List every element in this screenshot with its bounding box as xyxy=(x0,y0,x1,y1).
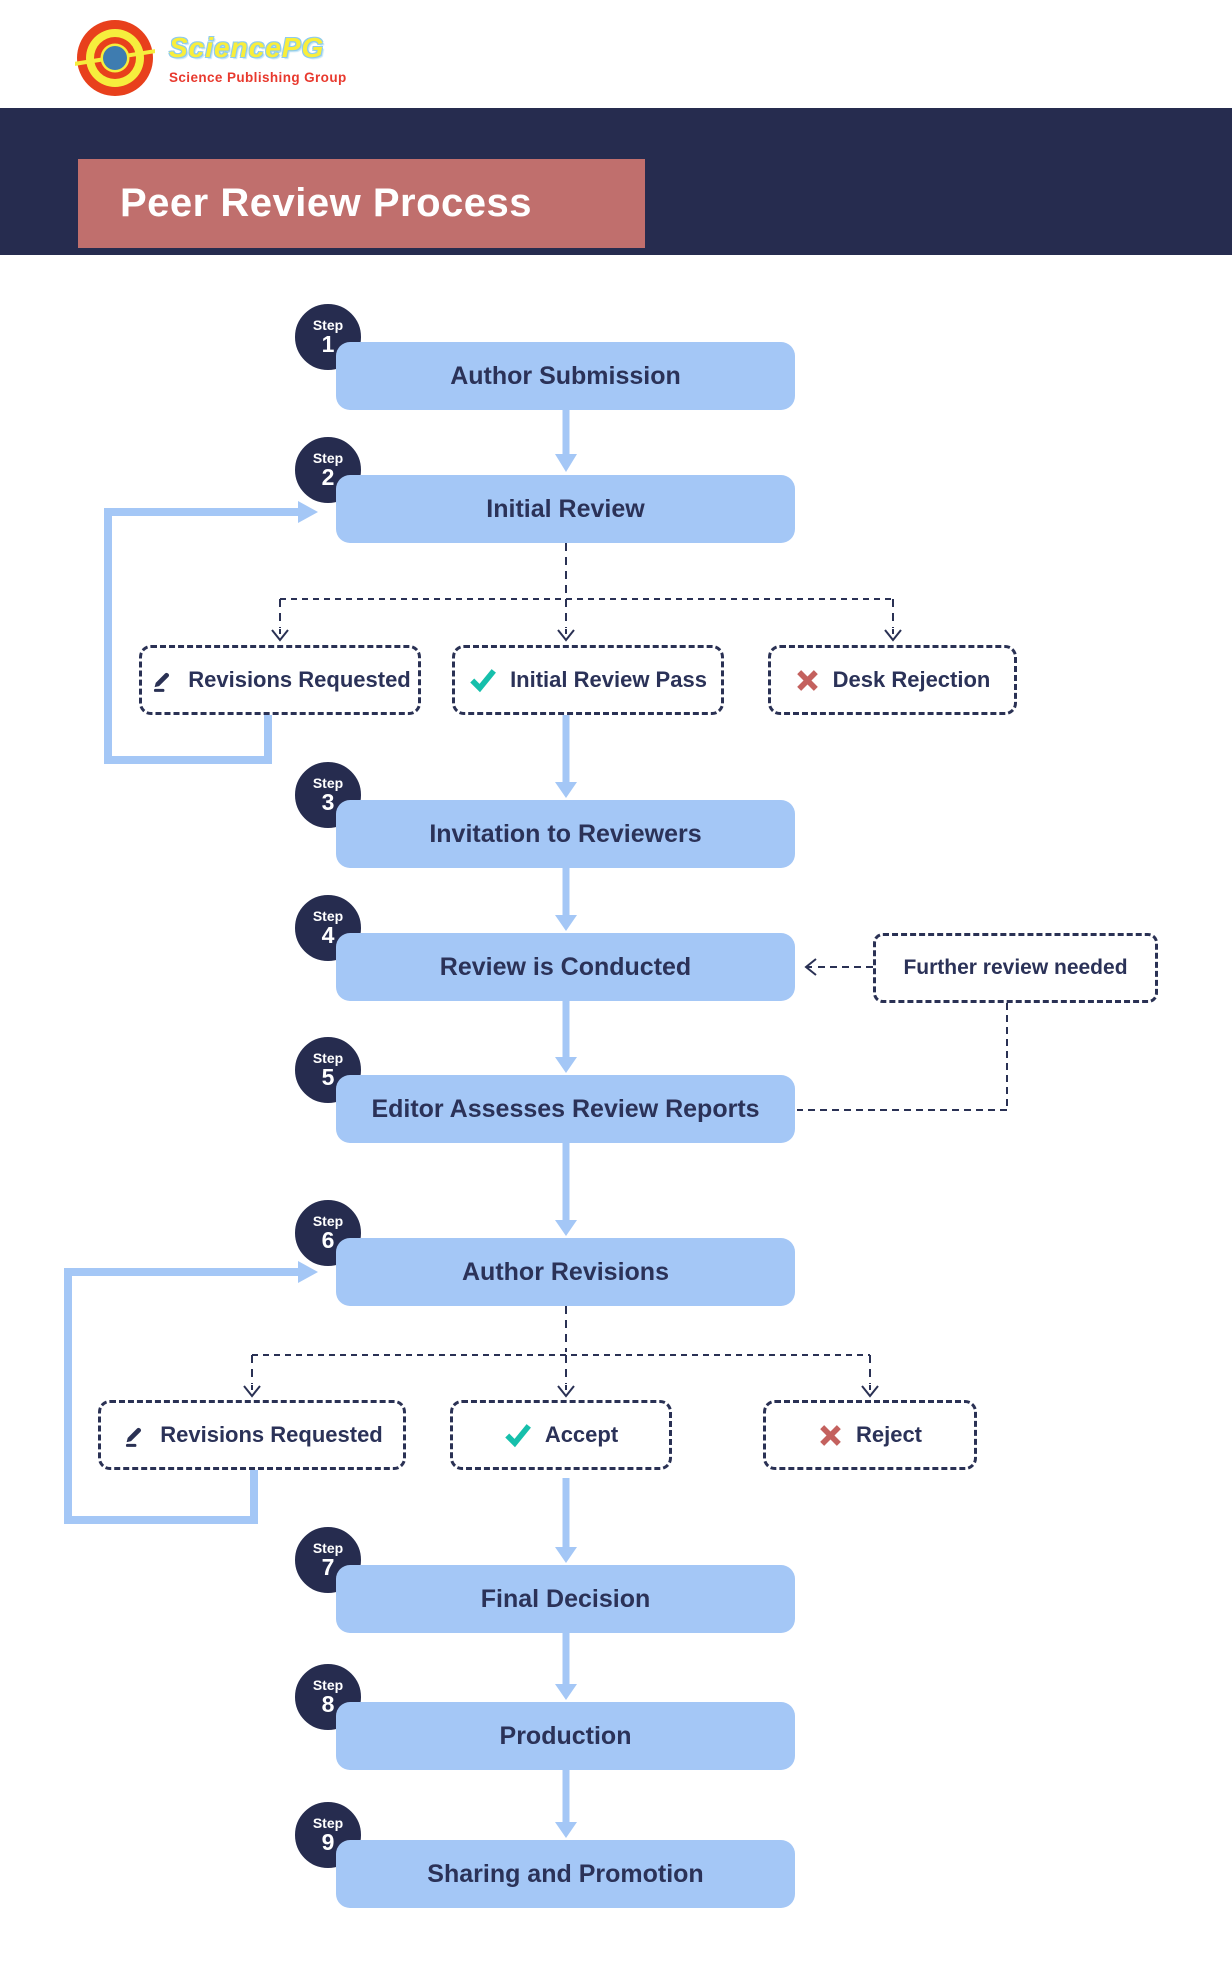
outcome-label: Revisions Requested xyxy=(188,667,411,692)
outcome-revisions-requested-1: Revisions Requested xyxy=(139,645,421,715)
branch-initial-review-outcomes xyxy=(279,543,894,628)
step-5-number: 5 xyxy=(321,1064,335,1090)
branch-row2-arrowheads xyxy=(243,1385,879,1398)
outcome-desk-rejection: Desk Rejection xyxy=(768,645,1017,715)
logo-brand-text: SciencePG xyxy=(169,31,325,63)
step-5-badge: Step 5 xyxy=(290,1032,366,1108)
step-3-number: 3 xyxy=(321,789,335,815)
arrow-accept-to-step7 xyxy=(555,1478,577,1563)
step-7-word: Step xyxy=(312,1540,344,1556)
connector-editor-to-note xyxy=(797,1003,1008,1111)
arrow-step1-to-step2 xyxy=(555,410,577,472)
step-8-word: Step xyxy=(312,1677,344,1693)
outcome-label: Accept xyxy=(544,1422,619,1447)
arrow-step5-to-step6 xyxy=(555,1143,577,1236)
loop-revisions-to-author-revisions xyxy=(64,1261,318,1524)
pencil-icon xyxy=(121,1422,147,1448)
step-6-number: 6 xyxy=(321,1227,335,1253)
step-4-box: Review is Conducted xyxy=(336,933,795,1001)
step-5-word: Step xyxy=(312,1050,344,1066)
arrow-step3-to-step4 xyxy=(555,868,577,931)
step-9-label: Sharing and Promotion xyxy=(427,1859,704,1888)
note-further-review-needed: Further review needed xyxy=(873,933,1158,1003)
step-1-label: Author Submission xyxy=(450,361,681,390)
arrow-pass-to-step3 xyxy=(555,715,577,798)
sciencepg-logo-icon xyxy=(75,20,155,96)
outcome-accept: Accept xyxy=(450,1400,672,1470)
step-5-label: Editor Assesses Review Reports xyxy=(371,1094,760,1123)
step-9-badge: Step 9 xyxy=(290,1797,366,1873)
outcome-revisions-requested-2: Revisions Requested xyxy=(98,1400,406,1470)
outcome-label: Revisions Requested xyxy=(160,1422,383,1447)
note-label: Further review needed xyxy=(903,956,1128,979)
step-7-label: Final Decision xyxy=(480,1584,651,1613)
arrow-step7-to-step8 xyxy=(555,1633,577,1700)
outcome-initial-review-pass: Initial Review Pass xyxy=(452,645,724,715)
logo: SciencePG Science Publishing Group xyxy=(75,15,347,101)
outcome-label: Desk Rejection xyxy=(832,667,991,692)
step-2-number: 2 xyxy=(321,464,335,490)
step-8-number: 8 xyxy=(321,1691,335,1717)
step-6-box: Author Revisions xyxy=(336,1238,795,1306)
step-7-number: 7 xyxy=(321,1554,335,1580)
arrow-step4-to-step5 xyxy=(555,1001,577,1073)
step-7-box: Final Decision xyxy=(336,1565,795,1633)
step-6-word: Step xyxy=(312,1213,344,1229)
step-2-label: Initial Review xyxy=(486,494,645,523)
title-banner: Peer Review Process xyxy=(78,159,645,248)
step-8-label: Production xyxy=(499,1721,632,1750)
loop-revisions-to-initial-review xyxy=(104,501,318,764)
step-5-box: Editor Assesses Review Reports xyxy=(336,1075,795,1143)
outcome-label: Initial Review Pass xyxy=(510,667,707,692)
step-1-word: Step xyxy=(312,317,344,333)
step-3-word: Step xyxy=(312,775,344,791)
step-1-box: Author Submission xyxy=(336,342,795,410)
x-icon xyxy=(818,1423,843,1448)
outcome-reject: Reject xyxy=(763,1400,977,1470)
check-icon xyxy=(469,667,497,693)
connector-note-to-review xyxy=(804,958,873,976)
step-4-number: 4 xyxy=(321,922,335,948)
logo-tagline-text: Science Publishing Group xyxy=(169,69,347,85)
step-9-box: Sharing and Promotion xyxy=(336,1840,795,1908)
step-2-box: Initial Review xyxy=(336,475,795,543)
step-3-box: Invitation to Reviewers xyxy=(336,800,795,868)
arrow-step8-to-step9 xyxy=(555,1770,577,1838)
step-4-label: Review is Conducted xyxy=(439,952,692,981)
step-9-word: Step xyxy=(312,1815,344,1831)
page-title: Peer Review Process xyxy=(120,181,532,225)
step-2-word: Step xyxy=(312,450,344,466)
step-3-label: Invitation to Reviewers xyxy=(429,819,702,848)
check-icon xyxy=(504,1422,532,1448)
branch-author-revisions-outcomes xyxy=(251,1306,871,1384)
outcome-label: Reject xyxy=(855,1422,923,1447)
step-8-box: Production xyxy=(336,1702,795,1770)
pencil-icon xyxy=(149,667,175,693)
step-9-number: 9 xyxy=(321,1829,335,1855)
step-1-badge: Step 1 xyxy=(290,299,366,375)
x-icon xyxy=(795,668,820,693)
step-1-number: 1 xyxy=(321,331,335,357)
step-4-word: Step xyxy=(312,908,344,924)
branch-row1-arrowheads xyxy=(271,629,902,642)
step-6-label: Author Revisions xyxy=(462,1257,669,1286)
